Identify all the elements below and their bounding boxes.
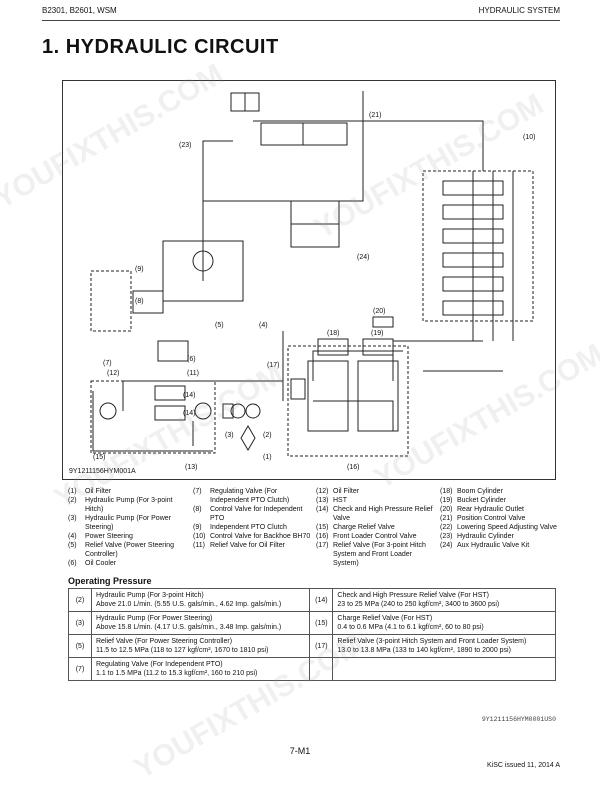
legend-item: (17)Relief Valve (For 3-point Hitch Syst…: [316, 542, 426, 567]
callout-1: (1): [263, 454, 272, 461]
legend-column-1: (1)Oil Filter (2)Hydraulic Pump (For 3-p…: [68, 487, 186, 568]
callout-2: (2): [263, 432, 272, 439]
diagram-code: 9Y1211156HYM001A: [69, 468, 136, 475]
legend-column-4: (18)Boom Cylinder (19)Bucket Cylinder (2…: [440, 487, 558, 550]
callout-10: (10): [523, 134, 535, 141]
callout-15: (15): [93, 454, 105, 461]
callout-5: (5): [215, 322, 224, 329]
legend-item: (12)Oil Filter: [316, 488, 360, 495]
legend-item: (7)Regulating Valve (For Independent PTO…: [193, 488, 290, 504]
callout-11: (11): [187, 370, 199, 377]
legend-column-2: (7)Regulating Valve (For Independent PTO…: [193, 487, 311, 550]
callout-16: (16): [347, 464, 359, 471]
legend-item: (14)Check and High Pressure Relief Valve: [316, 506, 433, 522]
callout-13: (13): [185, 464, 197, 471]
legend-item: (10)Control Valve for Backhoe BH70: [193, 533, 311, 540]
callout-7: (7): [103, 360, 112, 367]
table-row: (2) Hydraulic Pump (For 3-point Hitch)Ab…: [68, 588, 556, 612]
callout-8: (8): [135, 298, 144, 305]
legend-item: (23)Hydraulic Cylinder: [440, 533, 514, 540]
callout-4: (4): [259, 322, 268, 329]
circuit-drawing: (23) (21) (10) (24) (9) (8) (4) (5) (7) …: [90, 91, 535, 471]
legend-item: (5)Relief Valve (Power Steering Controll…: [68, 542, 174, 558]
table-row: (7) Regulating Valve (For Independent PT…: [68, 657, 556, 681]
header-right: HYDRAULIC SYSTEM: [478, 6, 560, 15]
figure-code: 9Y1211156HYM0001US0: [481, 716, 556, 723]
legend-item: (2)Hydraulic Pump (For 3-point Hitch): [68, 497, 173, 513]
callout-18: (18): [327, 330, 339, 337]
legend-item: (13)HST: [316, 497, 347, 504]
legend-item: (18)Boom Cylinder: [440, 488, 503, 495]
legend-item: (4)Power Steering: [68, 533, 133, 540]
legend-item: (1)Oil Filter: [68, 488, 112, 495]
page-title: 1. HYDRAULIC CIRCUIT: [42, 36, 279, 58]
table-row: (5) Relief Valve (For Power Steering Con…: [68, 634, 556, 658]
callout-24: (24): [357, 254, 369, 261]
callout-3: (3): [225, 432, 234, 439]
legend-item: (16)Front Loader Control Valve: [316, 533, 417, 540]
header-divider: [42, 20, 560, 21]
callout-12: (12): [107, 370, 119, 377]
callout-9: (9): [135, 266, 144, 273]
operating-pressure-title: Operating Pressure: [68, 576, 152, 586]
legend-item: (6)Oil Cooler: [68, 560, 117, 567]
callout-17: (17): [267, 362, 279, 369]
legend-item: (20)Rear Hydraulic Outlet: [440, 506, 524, 513]
hydraulic-circuit-diagram: (23) (21) (10) (24) (9) (8) (4) (5) (7) …: [62, 80, 556, 480]
legend-item: (3)Hydraulic Pump (For Power Steering): [68, 515, 171, 531]
legend-item: (8)Control Valve for Independent PTO: [193, 506, 303, 522]
legend-item: (21)Position Control Valve: [440, 515, 526, 522]
callout-6: (6): [187, 356, 196, 363]
callout-19: (19): [371, 330, 383, 337]
callout-23: (23): [179, 142, 191, 149]
legend-item: (22)Lowering Speed Adjusting Valve: [440, 524, 557, 531]
callout-20: (20): [373, 308, 385, 315]
callout-21: (21): [369, 112, 381, 119]
legend-item: (15)Charge Relief Valve: [316, 524, 395, 531]
callout-14b: (14): [183, 410, 195, 417]
table-row: (3) Hydraulic Pump (For Power Steering)A…: [68, 611, 556, 635]
legend-item: (9)Independent PTO Clutch: [193, 524, 287, 531]
operating-pressure-table: (2) Hydraulic Pump (For 3-point Hitch)Ab…: [68, 588, 556, 681]
header-left: B2301, B2601, WSM: [42, 6, 117, 15]
page-number: 7-M1: [289, 746, 311, 756]
issue-note: KiSC issued 11, 2014 A: [486, 762, 560, 769]
callout-14a: (14): [183, 392, 195, 399]
legend-item: (11)Relief Valve for Oil Filter: [193, 542, 285, 549]
legend-item: (19)Bucket Cylinder: [440, 497, 507, 504]
legend-item: (24)Aux Hydraulic Valve Kit: [440, 542, 530, 549]
legend-column-3: (12)Oil Filter (13)HST (14)Check and Hig…: [316, 487, 436, 568]
